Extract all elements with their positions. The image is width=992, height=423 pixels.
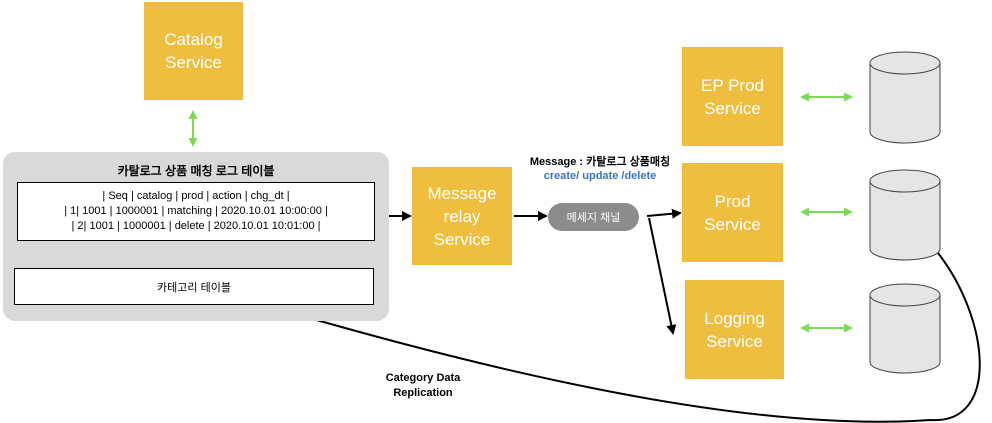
log-table-row: | 1| 1001 | 1000001 | matching | 2020.10… xyxy=(64,205,328,217)
ep-prod-service-box: EP Prod Service xyxy=(682,47,783,146)
channel-to-prod-arrow xyxy=(646,208,682,219)
prod-service-box: Prod Service xyxy=(682,163,783,262)
catalog-db-group: 카탈로그 상품 매칭 로그 테이블 | Seq | catalog | prod… xyxy=(3,152,389,321)
logging-database-icon xyxy=(869,283,941,374)
replication-label: Category Data Replication xyxy=(385,372,461,399)
category-table: 카테고리 테이블 xyxy=(14,268,374,305)
replication-curve-arrow xyxy=(266,252,981,423)
catalog-service-box: Catalog Service xyxy=(144,2,243,100)
log-table-row: | 2| 1001 | 1000001 | delete | 2020.10.0… xyxy=(71,220,321,232)
message-title-label: Message : 카탈로그 상품매칭 xyxy=(529,156,671,168)
channel-to-logging-arrow xyxy=(648,217,677,335)
log-table: | Seq | catalog | prod | action | chg_dt… xyxy=(17,182,375,241)
message-relay-service-box: Message relay Service xyxy=(412,167,512,265)
ep-prod-database-icon xyxy=(869,51,941,144)
log-table-header-row: | Seq | catalog | prod | action | chg_dt… xyxy=(102,190,290,202)
prod-database-icon xyxy=(869,169,941,261)
message-ops-label: create/ update /delete xyxy=(543,170,657,182)
logging-service-box: Logging Service xyxy=(685,280,784,379)
log-table-title: 카탈로그 상품 매칭 로그 테이블 xyxy=(117,164,275,178)
message-channel-node: 메세지 채널 xyxy=(548,203,639,231)
